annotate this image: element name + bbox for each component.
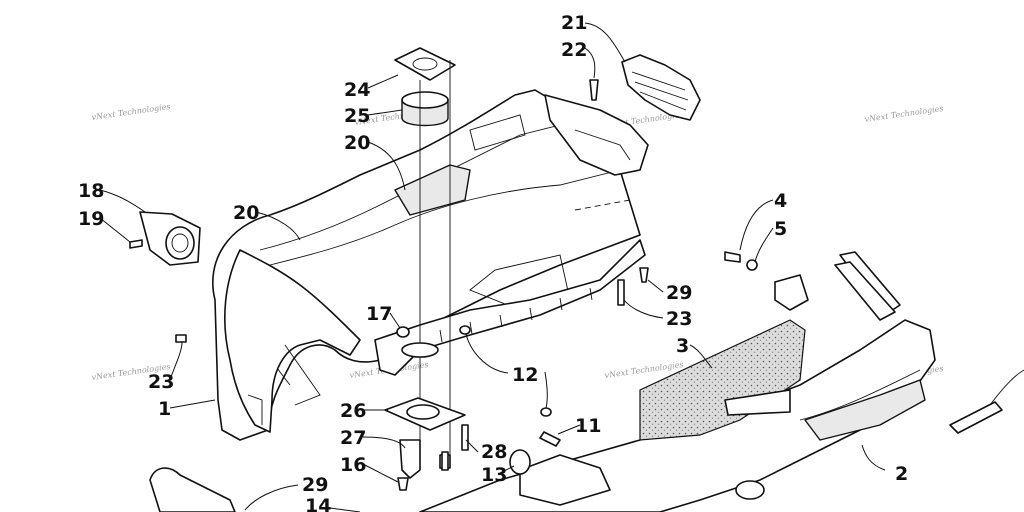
vent-grille-part [544, 54, 701, 176]
callout-29-bottom: 29 [302, 474, 328, 496]
callout-2: 2 [895, 463, 908, 485]
callout-1: 1 [158, 398, 171, 420]
watermark: vNext Technologies [91, 102, 171, 122]
hardware-parts [175, 79, 809, 491]
leader-lines [99, 22, 886, 512]
side-panel-part [149, 251, 1024, 512]
callout-18: 18 [78, 180, 104, 202]
watermark: vNext Technologies [864, 104, 944, 124]
callout-16: 16 [340, 454, 366, 476]
callout-23-left: 23 [148, 371, 174, 393]
callout-21: 21 [561, 12, 587, 34]
callout-24: 24 [344, 79, 370, 101]
body-panel-part [212, 89, 646, 441]
callout-28: 28 [481, 441, 507, 463]
callout-labels: 21 22 24 25 20 18 19 20 4 5 29 23 3 17 1… [78, 12, 908, 512]
callout-26: 26 [340, 400, 366, 422]
callout-4: 4 [774, 190, 787, 212]
callout-20-top: 20 [344, 132, 370, 154]
air-boot-part [129, 211, 201, 266]
callout-5: 5 [774, 218, 787, 240]
callout-13: 13 [481, 464, 507, 486]
callout-22: 22 [561, 39, 587, 61]
callout-19: 19 [78, 208, 104, 230]
callout-17: 17 [366, 303, 392, 325]
duct-assembly-part [384, 47, 466, 479]
callout-12: 12 [512, 364, 538, 386]
callout-29-right: 29 [666, 282, 692, 304]
callout-20-left: 20 [233, 202, 259, 224]
callout-11: 11 [575, 415, 601, 437]
callout-23-right: 23 [666, 308, 692, 330]
callout-27: 27 [340, 427, 366, 449]
callout-14: 14 [305, 495, 331, 512]
callout-3: 3 [676, 335, 689, 357]
callout-25: 25 [344, 105, 370, 127]
